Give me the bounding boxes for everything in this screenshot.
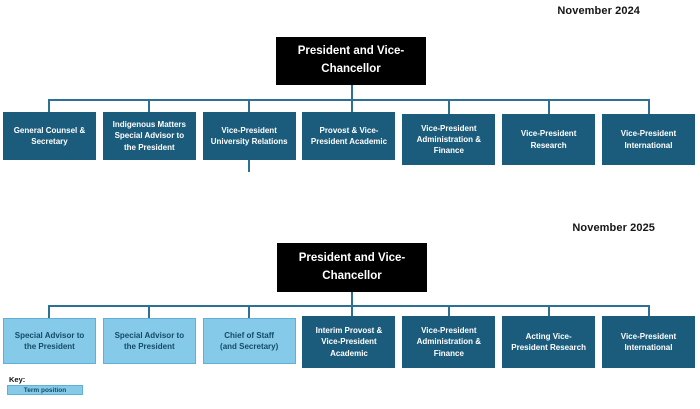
- connector-horizontal: [48, 99, 649, 101]
- key-swatch-term-position: Term position: [7, 385, 83, 395]
- connector-drop: [148, 305, 150, 318]
- org-node: Special Advisor to the President: [102, 318, 196, 364]
- chart-row: General Counsel & Secretary Indigenous M…: [3, 112, 695, 165]
- connector-drop: [351, 99, 353, 112]
- connector-drop: [48, 99, 50, 112]
- org-node: Vice-President University Relations: [202, 112, 296, 160]
- root-node-president: President and Vice- Chancellor: [276, 37, 426, 85]
- connector-drop: [48, 305, 50, 318]
- org-node: Acting Vice- President Research: [502, 316, 596, 368]
- connector-stub: [248, 160, 250, 172]
- connector-drop: [351, 305, 353, 316]
- connector-drop: [548, 99, 550, 114]
- connector-drop: [448, 99, 450, 114]
- org-node: Vice-President Administration & Finance: [402, 114, 496, 165]
- key-swatch-label: Term position: [23, 386, 67, 394]
- connector-drop: [548, 305, 550, 316]
- org-node: Vice-President Research: [502, 114, 596, 165]
- org-node: Vice-President International: [601, 316, 695, 368]
- org-node: Chief of Staff (and Secretary): [202, 318, 296, 364]
- connector-drop: [448, 305, 450, 316]
- org-node: Vice-President International: [601, 114, 695, 165]
- connector-horizontal: [48, 305, 649, 307]
- connector-drop: [648, 305, 650, 316]
- connector-drop: [248, 305, 250, 318]
- connector-drop: [148, 99, 150, 112]
- chart-row: Special Advisor to the President Special…: [3, 316, 695, 368]
- org-node: Interim Provost & Vice-President Academi…: [302, 316, 396, 368]
- org-node: Indigenous Matters Special Advisor to th…: [102, 112, 196, 160]
- connector-root-drop: [351, 292, 353, 305]
- root-node-president: President and Vice- Chancellor: [277, 243, 427, 292]
- connector-root-drop: [351, 85, 353, 99]
- chart-title: November 2025: [572, 222, 655, 234]
- key-label: Key:: [9, 375, 26, 384]
- chart-title: November 2024: [557, 5, 640, 17]
- org-node: Provost & Vice- President Academic: [302, 112, 396, 160]
- org-node: General Counsel & Secretary: [3, 112, 96, 160]
- org-node: Special Advisor to the President: [3, 318, 96, 364]
- connector-drop: [648, 99, 650, 114]
- org-node: Vice-President Administration & Finance: [402, 316, 496, 368]
- connector-drop: [248, 99, 250, 112]
